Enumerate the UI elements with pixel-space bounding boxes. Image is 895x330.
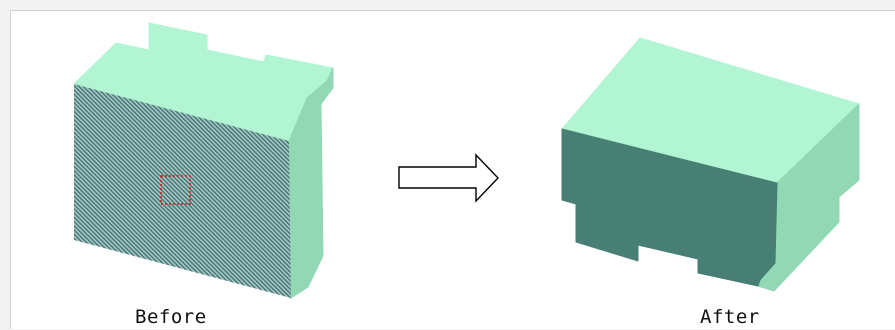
selection-marker-icon — [160, 175, 191, 205]
right-arrow-outline-icon — [398, 153, 499, 203]
before-side-face — [288, 67, 334, 299]
after-block — [561, 37, 860, 292]
before-front-face — [74, 84, 291, 298]
after-front-face — [561, 128, 778, 287]
before-after-diagram — [73, 22, 860, 299]
figure-canvas: Before After — [10, 10, 895, 329]
before-block — [73, 22, 334, 299]
after-caption: After — [700, 306, 760, 328]
before-caption: Before — [135, 306, 207, 328]
